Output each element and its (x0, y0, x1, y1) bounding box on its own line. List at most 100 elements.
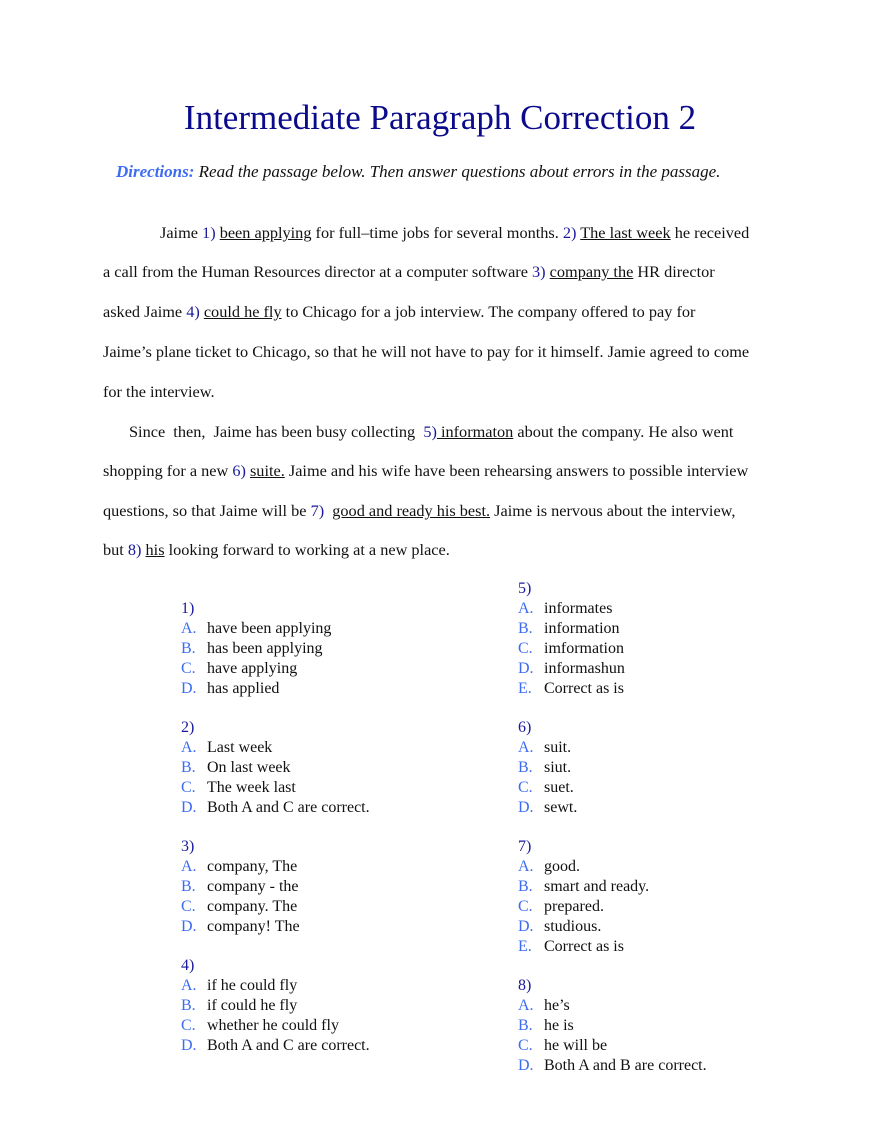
answer-option[interactable]: A.company, The (181, 857, 300, 877)
passage-text: questions, so that Jaime will be (103, 501, 311, 520)
option-text: Correct as is (544, 937, 624, 955)
option-text: Both A and C are correct. (207, 1036, 370, 1054)
question-marker: 8) (127, 540, 142, 559)
passage-text: for full–time jobs for several months. (311, 223, 563, 242)
option-letter: A. (518, 599, 534, 617)
option-text: Both A and C are correct. (207, 798, 370, 816)
answer-option[interactable]: C.whether he could fly (181, 1016, 370, 1036)
answer-option[interactable]: B.if could he fly (181, 996, 370, 1016)
answer-option[interactable]: D.studious. (518, 917, 649, 937)
option-text: smart and ready. (544, 877, 650, 895)
question-number: 3) (181, 838, 195, 855)
page-title: Intermediate Paragraph Correction 2 (183, 98, 697, 137)
answer-option[interactable]: B.On last week (181, 758, 370, 778)
option-text: Last week (207, 738, 273, 756)
option-letter: C. (181, 1016, 196, 1034)
answer-option[interactable]: E. Correct as is (518, 937, 649, 957)
underlined-error: company the (549, 262, 634, 281)
passage-line: for the interview. (103, 382, 215, 402)
passage-text: he received (670, 223, 750, 242)
option-text: good. (544, 857, 580, 875)
option-letter: D. (181, 798, 197, 816)
answer-option[interactable]: A.he’s (518, 996, 707, 1016)
answer-option[interactable]: B.has been applying (181, 639, 331, 659)
option-text: suet. (544, 778, 574, 796)
directions: Directions: Read the passage below. Then… (116, 162, 720, 182)
answer-option[interactable]: C.The week last (181, 778, 370, 798)
directions-text: Read the passage below. Then answer ques… (198, 162, 721, 181)
option-text: company - the (207, 877, 299, 895)
question-number: 8) (518, 977, 532, 994)
answer-option[interactable]: A. good. (518, 857, 649, 877)
option-letter: A. (518, 857, 534, 875)
question-6: 6)A.suit.B.siut.C.suet.D.sewt. (518, 718, 577, 818)
option-letter: B. (518, 619, 533, 637)
answer-option[interactable]: A. Last week (181, 738, 370, 758)
answer-option[interactable]: B.he is (518, 1016, 707, 1036)
option-text: company. The (207, 897, 298, 915)
option-text: have applying (207, 659, 298, 677)
answer-option[interactable]: B.information (518, 619, 625, 639)
answer-option[interactable]: A.have been applying (181, 619, 331, 639)
question-number: 1) (181, 600, 195, 617)
answer-option[interactable]: C.have applying (181, 659, 331, 679)
passage-text: to Chicago for a job interview. The comp… (281, 302, 696, 321)
option-text: studious. (544, 917, 602, 935)
answer-option[interactable]: B.company - the (181, 877, 300, 897)
option-text: he will be (544, 1036, 608, 1054)
option-text: he’s (544, 996, 570, 1014)
underlined-error: could he fly (203, 302, 282, 321)
answer-option[interactable]: A. informates (518, 599, 625, 619)
option-letter: D. (518, 1056, 534, 1074)
option-text: suit. (544, 738, 572, 756)
answer-option[interactable]: E.Correct as is (518, 679, 625, 699)
option-text: informates (544, 599, 613, 617)
answer-option[interactable]: C.he will be (518, 1036, 707, 1056)
option-letter: B. (181, 996, 196, 1014)
passage-text: a call from the Human Resources director… (103, 262, 533, 281)
passage-line: questions, so that Jaime will be 7) good… (103, 501, 735, 521)
option-letter: A. (181, 857, 197, 875)
option-text: The week last (207, 778, 296, 796)
answer-option[interactable]: B. smart and ready. (518, 877, 649, 897)
option-letter: D. (181, 917, 197, 935)
answer-option[interactable]: A.suit. (518, 738, 577, 758)
question-marker: 2) (562, 223, 577, 242)
answer-option[interactable]: C. suet. (518, 778, 577, 798)
passage-line: asked Jaime 4) could he fly to Chicago f… (103, 302, 695, 322)
option-letter: A. (181, 738, 197, 756)
answer-option[interactable]: D.informashun (518, 659, 625, 679)
option-letter: C. (518, 778, 533, 796)
answer-option[interactable]: A.if he could fly (181, 976, 370, 996)
passage-text: about the company. He also went (513, 422, 734, 441)
answer-option[interactable]: D. Both A and C are correct. (181, 798, 370, 818)
answer-option[interactable]: C.imformation (518, 639, 625, 659)
answer-option[interactable]: D.has applied (181, 679, 331, 699)
answer-option[interactable]: D.Both A and C are correct. (181, 1036, 370, 1056)
option-text: prepared. (544, 897, 604, 915)
answer-option[interactable]: B.siut. (518, 758, 577, 778)
underlined-error: good and ready his best. (332, 501, 491, 520)
answer-option[interactable]: D. company! The (181, 917, 300, 937)
option-letter: B. (518, 877, 533, 895)
option-text: sewt. (544, 798, 578, 816)
answer-option[interactable]: C.company. The (181, 897, 300, 917)
option-text: he is (544, 1016, 574, 1034)
option-letter: D. (518, 798, 534, 816)
option-letter: E. (518, 937, 532, 955)
underlined-error: informaton (436, 422, 514, 441)
passage-text: but (103, 540, 128, 559)
passage-text: asked Jaime (103, 302, 187, 321)
answer-option[interactable]: D.Both A and B are correct. (518, 1056, 707, 1076)
answer-option[interactable]: C.prepared. (518, 897, 649, 917)
option-text: imformation (544, 639, 624, 657)
directions-label: Directions: (116, 162, 195, 181)
option-text: company! The (207, 917, 300, 935)
underlined-error: his (145, 540, 165, 559)
option-text: informashun (544, 659, 625, 677)
answer-option[interactable]: D. sewt. (518, 798, 577, 818)
passage-text: Jaime (160, 223, 203, 242)
passage-line: a call from the Human Resources director… (103, 262, 715, 282)
